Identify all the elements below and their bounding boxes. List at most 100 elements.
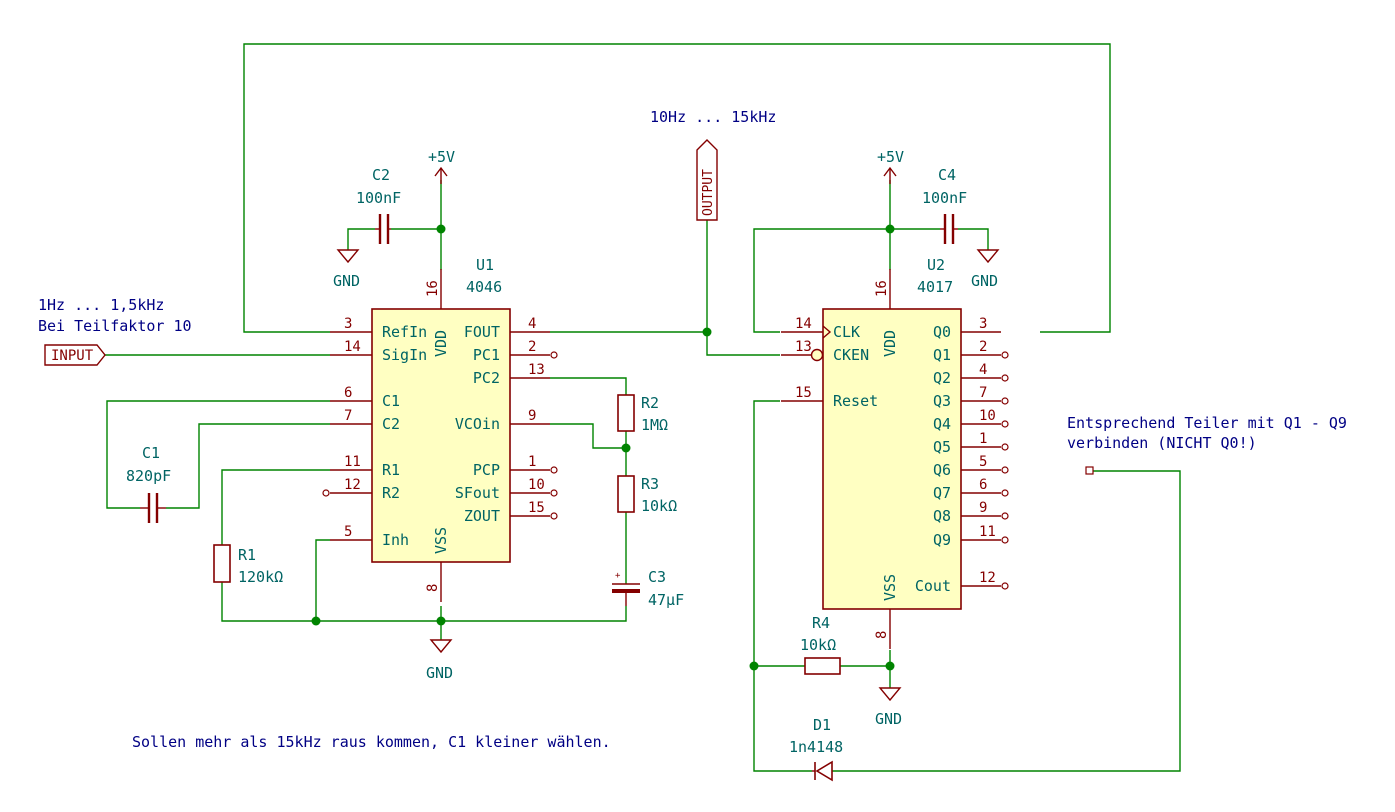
wire-gnd-rail-u1 xyxy=(221,582,627,622)
input-label xyxy=(44,344,106,366)
pin-number: 13 xyxy=(795,339,812,355)
pin-label: CKEN xyxy=(833,346,869,364)
c3-value: 47µF xyxy=(648,591,684,609)
wire-cken xyxy=(706,332,780,356)
divider-terminal xyxy=(1085,466,1094,475)
output-label-text: OUTPUT xyxy=(701,169,716,216)
wire-r1-top xyxy=(221,469,330,545)
resistor-r4 xyxy=(804,657,841,675)
no-connect-marker xyxy=(550,351,558,359)
pin-number: 14 xyxy=(795,316,812,332)
vcc-symbol-u2 xyxy=(883,166,897,184)
pin-label: Q4 xyxy=(933,415,951,433)
pin-number: 8 xyxy=(874,631,890,639)
vcc-label-u2: +5V xyxy=(877,148,904,166)
r2-ref: R2 xyxy=(641,394,659,412)
junctions xyxy=(311,224,895,671)
pin-number: 4 xyxy=(979,362,987,378)
pin-number: 15 xyxy=(795,385,812,401)
no-connect-marker xyxy=(1001,351,1009,359)
pin-label: Q5 xyxy=(933,438,951,456)
note-divider-2: verbinden (NICHT Q0!) xyxy=(1067,434,1257,452)
junction-dot xyxy=(436,224,446,234)
pin-number: 12 xyxy=(979,570,996,586)
note-divider-1: Entsprechend Teiler mit Q1 - Q9 xyxy=(1067,414,1347,432)
pin-label: Q8 xyxy=(933,507,951,525)
resistor-r2 xyxy=(617,394,635,432)
pin-number: 15 xyxy=(528,500,545,516)
input-label-text: INPUT xyxy=(51,348,94,364)
capacitor-c2 xyxy=(375,214,391,244)
resistor-r3 xyxy=(617,475,635,513)
c2-value: 100nF xyxy=(356,189,401,207)
pin-label: Q9 xyxy=(933,531,951,549)
vss-label: VSS xyxy=(881,574,899,601)
pin-number: 9 xyxy=(979,500,987,516)
junction-dot xyxy=(885,224,895,234)
pin-label: PC2 xyxy=(473,369,500,387)
vdd-label: VDD xyxy=(432,330,450,357)
ic-body xyxy=(371,308,511,563)
pin-label: PCP xyxy=(473,461,500,479)
u1-ref: U1 xyxy=(476,256,494,274)
note-output-range: 10Hz ... 15kHz xyxy=(650,108,776,126)
pin-label: PC1 xyxy=(473,346,500,364)
gnd-label-c2: GND xyxy=(333,272,360,290)
pin-number: 1 xyxy=(979,431,987,447)
pin-number: 7 xyxy=(344,408,352,424)
wire-c4-gnd xyxy=(958,228,989,250)
r1-value: 120kΩ xyxy=(238,568,283,586)
pin-number: 9 xyxy=(528,408,536,424)
pin-number: 5 xyxy=(344,524,352,540)
no-connect-marker xyxy=(322,489,330,497)
pin-number: 1 xyxy=(528,454,536,470)
pin-label: ZOUT xyxy=(464,507,500,525)
pin-number: 7 xyxy=(979,385,987,401)
wire-feedback-loop xyxy=(243,43,1111,333)
wire-inh xyxy=(315,539,330,621)
d1-value: 1n4148 xyxy=(789,738,843,756)
pin-label: CLK xyxy=(833,323,860,341)
no-connect-marker xyxy=(1001,420,1009,428)
wire-reset xyxy=(753,400,812,772)
gnd-symbol-u1 xyxy=(429,639,453,654)
note-c1: Sollen mehr als 15kHz raus kommen, C1 kl… xyxy=(132,733,611,751)
pin-label: Q6 xyxy=(933,461,951,479)
pin-label: SFout xyxy=(455,484,500,502)
pin-number: 14 xyxy=(344,339,361,355)
note-input-divider: Bei Teilfaktor 10 xyxy=(38,317,192,335)
pin-number: 6 xyxy=(344,385,352,401)
capacitor-c3: + xyxy=(612,571,640,606)
wire-c2-gnd xyxy=(347,228,375,250)
diode-d1 xyxy=(812,760,833,782)
r4-value: 10kΩ xyxy=(800,636,836,654)
junction-dot xyxy=(749,661,759,671)
pin-label: VCOin xyxy=(455,415,500,433)
c3-ref: C3 xyxy=(648,568,666,586)
no-connect-marker xyxy=(550,466,558,474)
junction-dot xyxy=(436,616,446,626)
no-connect-marker xyxy=(1001,489,1009,497)
c4-ref: C4 xyxy=(938,166,956,184)
vss-label: VSS xyxy=(432,527,450,554)
gnd-label-u1: GND xyxy=(426,664,453,682)
capacitor-c1 xyxy=(140,493,166,523)
junction-dot xyxy=(311,616,321,626)
pin-label: SigIn xyxy=(382,346,427,364)
pin-label: C1 xyxy=(382,392,400,410)
output-label xyxy=(696,139,718,221)
no-connect-marker xyxy=(1001,512,1009,520)
vdd-label: VDD xyxy=(881,330,899,357)
r1-ref: R1 xyxy=(238,546,256,564)
pin-number: 10 xyxy=(979,408,996,424)
pin-number: 5 xyxy=(979,454,987,470)
r4-ref: R4 xyxy=(812,614,830,632)
c1-value: 820pF xyxy=(126,467,171,485)
pin-label: C2 xyxy=(382,415,400,433)
pin-label: FOUT xyxy=(464,323,500,341)
no-connect-marker xyxy=(1001,374,1009,382)
wire-divider-select xyxy=(832,470,1181,772)
vcc-symbol-u1 xyxy=(434,166,448,184)
pin-number: 12 xyxy=(344,477,361,493)
